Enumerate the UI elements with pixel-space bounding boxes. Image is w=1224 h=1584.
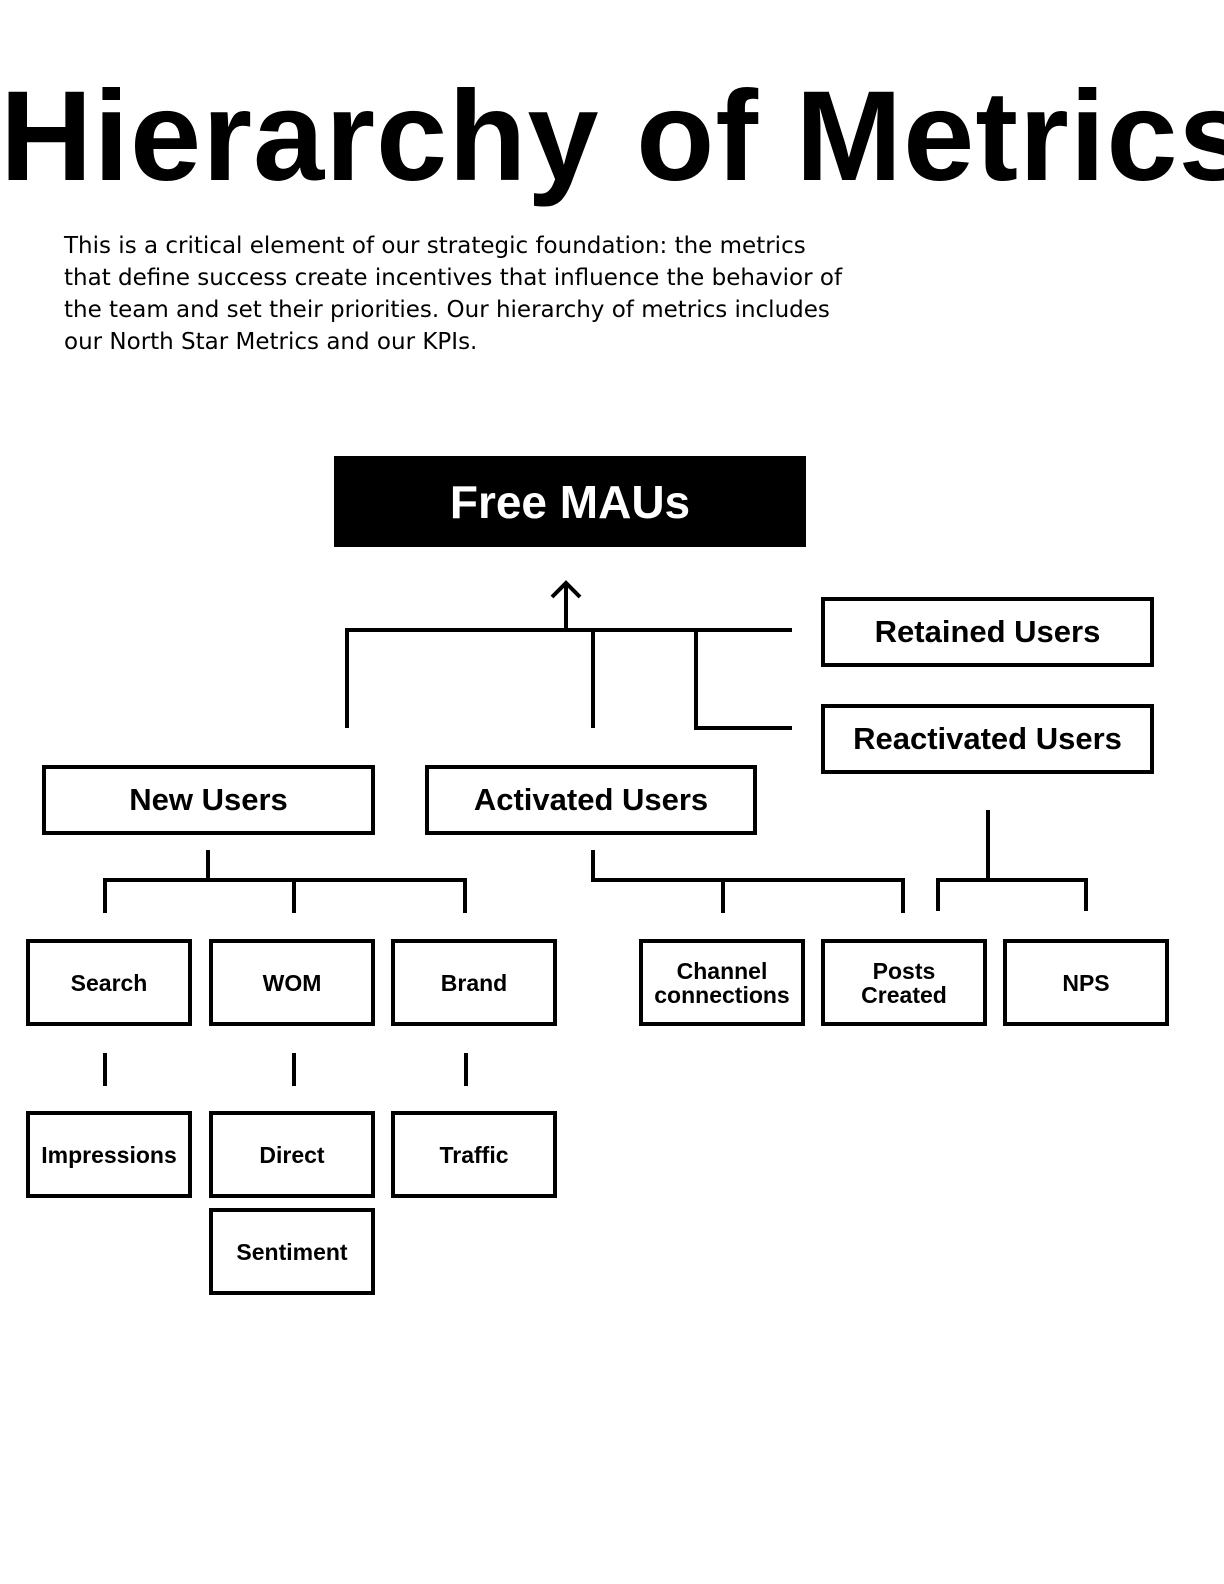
search-node: Search <box>26 939 192 1026</box>
brand-label: Brand <box>440 969 508 996</box>
nps-label: NPS <box>1062 969 1110 996</box>
retained-users-label: Retained Users <box>874 614 1101 649</box>
nps-node: NPS <box>1003 939 1169 1026</box>
impressions-node: Impressions <box>26 1111 192 1198</box>
reactivated-users-node: Reactivated Users <box>821 704 1154 774</box>
page-title: Hierarchy of Metrics <box>0 65 1224 208</box>
traffic-label: Traffic <box>439 1141 509 1168</box>
activated-users-node: Activated Users <box>425 765 757 835</box>
new-users-label: New Users <box>129 782 288 817</box>
direct-label: Direct <box>259 1141 325 1168</box>
brand-node: Brand <box>391 939 557 1026</box>
free-maus-label: Free MAUs <box>449 475 691 528</box>
activated-users-label: Activated Users <box>473 782 709 817</box>
intro-paragraph: This is a critical element of our strate… <box>64 233 843 355</box>
search-label: Search <box>70 969 148 996</box>
sentiment-label: Sentiment <box>236 1238 348 1265</box>
retained-users-node: Retained Users <box>821 597 1154 667</box>
posts-created-node: Posts Created <box>821 939 987 1026</box>
impressions-label: Impressions <box>41 1141 177 1168</box>
traffic-node: Traffic <box>391 1111 557 1198</box>
channel-connections-node: Channel connections <box>639 939 805 1026</box>
reactivated-users-label: Reactivated Users <box>853 721 1122 756</box>
sentiment-node: Sentiment <box>209 1208 375 1295</box>
wom-node: WOM <box>209 939 375 1026</box>
posts-created-label: Posts Created <box>861 957 947 1008</box>
direct-node: Direct <box>209 1111 375 1198</box>
new-users-node: New Users <box>42 765 375 835</box>
channel-connections-label: Channel connections <box>654 957 790 1008</box>
free-maus-node: Free MAUs <box>334 456 806 547</box>
wom-label: WOM <box>262 969 322 996</box>
